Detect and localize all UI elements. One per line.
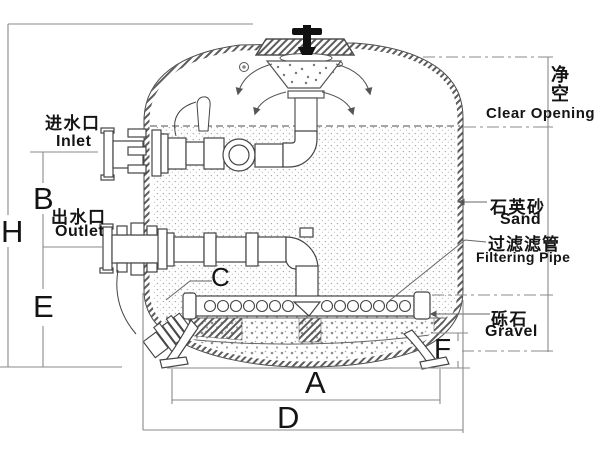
spray-arrows xyxy=(235,63,373,116)
filtering-pipe-leader xyxy=(388,239,487,302)
water-diffuser xyxy=(265,60,343,133)
dim-d: D xyxy=(277,400,300,435)
label-outlet-en: Outlet xyxy=(55,223,105,240)
outlet-assembly xyxy=(99,222,319,335)
a-extension-lines xyxy=(171,369,441,404)
dim-e: E xyxy=(33,289,54,324)
dim-c: C xyxy=(211,262,230,292)
dim-a: A xyxy=(305,365,326,400)
vent-valve-icon xyxy=(292,25,322,55)
dome-sight-port-center xyxy=(242,65,246,69)
label-filtering-pipe-cn: 过滤滤管 xyxy=(488,235,560,254)
label-sand-cn: 石英砂 xyxy=(490,198,546,217)
tank-legs xyxy=(159,318,450,370)
label-filtering-pipe-en: Filtering Pipe xyxy=(476,249,571,265)
top-flange xyxy=(254,38,356,63)
d-extension-lines xyxy=(142,293,464,433)
inlet-assembly xyxy=(100,96,318,181)
label-gravel-en: Gravel xyxy=(485,323,538,340)
label-gravel-cn: 砾石 xyxy=(491,310,528,329)
dimension-lines xyxy=(0,23,553,433)
right-leg-foot xyxy=(419,356,450,370)
dim-h: H xyxy=(1,214,24,249)
label-sand-en: Sand xyxy=(500,211,542,228)
dish-inner-line xyxy=(175,333,439,345)
gravel-hatch-center xyxy=(298,317,322,343)
label-clear-opening-en: Clear Opening xyxy=(486,105,596,122)
left-leg-foot xyxy=(159,356,189,369)
label-inlet-cn: 进水口 xyxy=(45,114,101,133)
dim-b: B xyxy=(33,181,54,216)
dim-f: F xyxy=(434,333,452,364)
lateral-strainer-holes xyxy=(203,299,412,313)
drain-leader xyxy=(165,280,212,301)
label-outlet-cn: 出水口 xyxy=(51,208,107,227)
label-inlet-en: Inlet xyxy=(56,133,92,150)
leader-lines xyxy=(165,198,490,318)
f-dimension-bracket xyxy=(432,332,468,368)
diffuser-holes xyxy=(276,63,335,85)
label-clear-opening-cn: 净空 xyxy=(551,65,569,104)
